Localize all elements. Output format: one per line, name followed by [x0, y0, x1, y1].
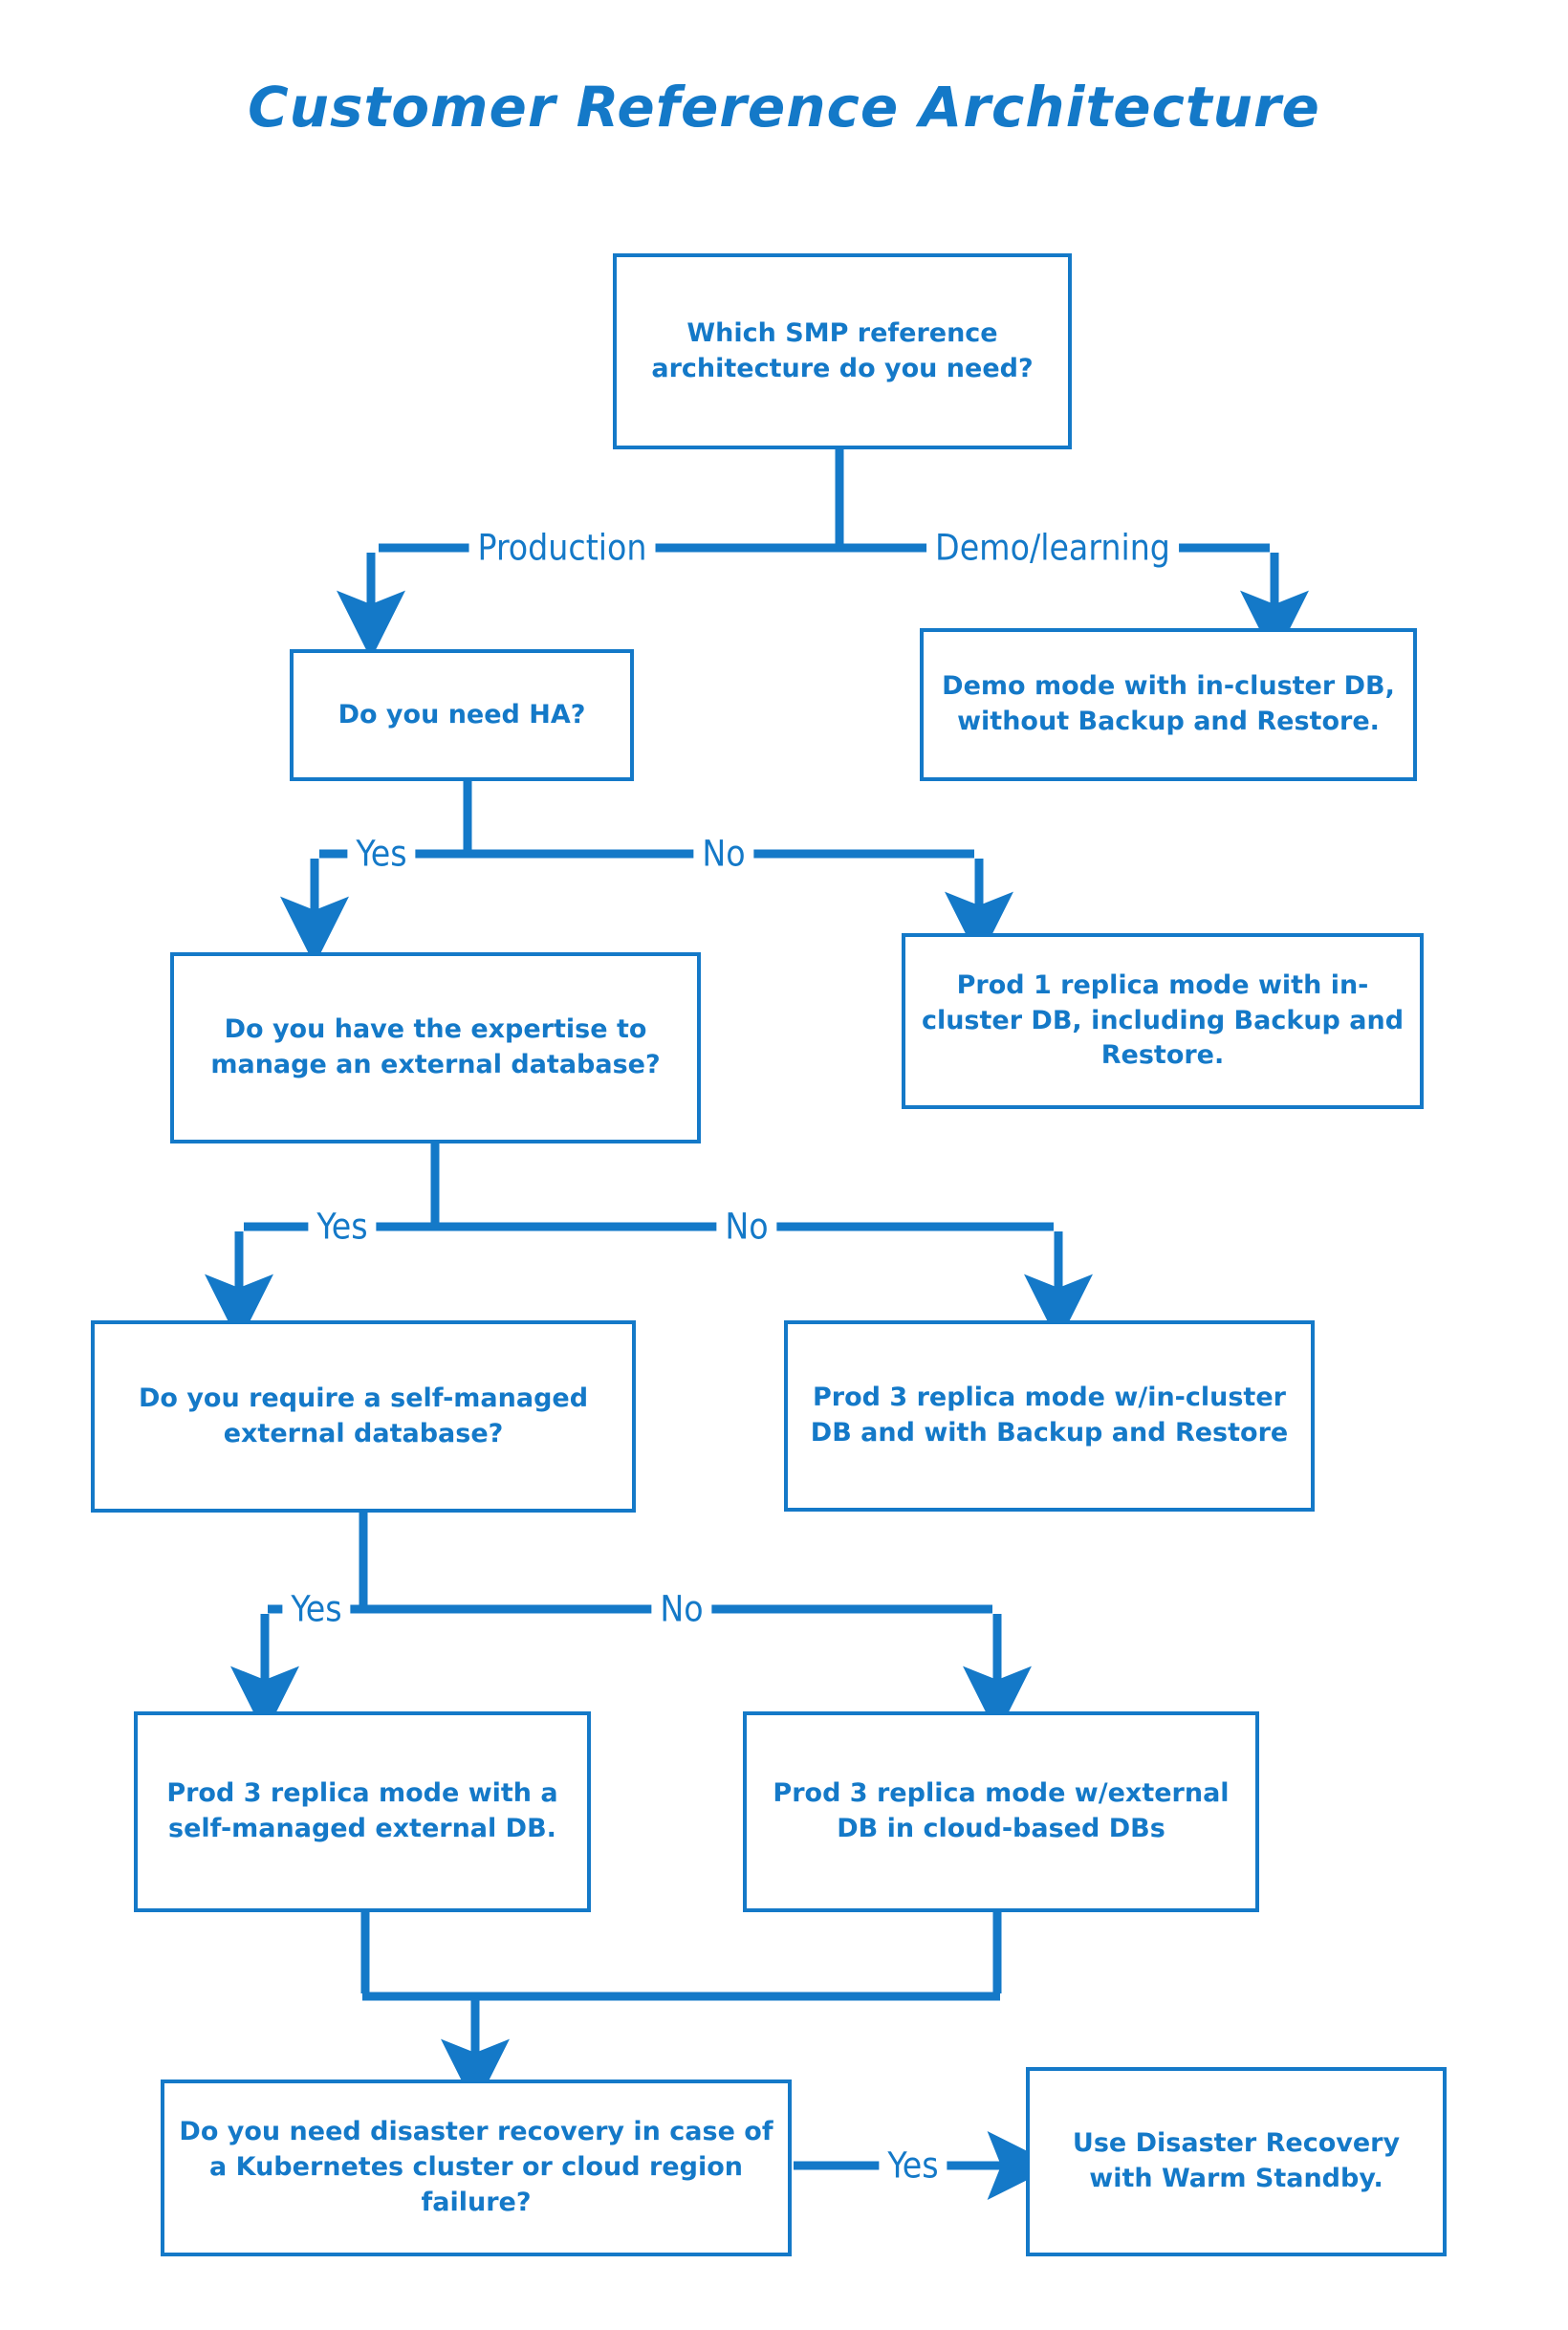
edge-label-expert-no: No: [716, 1209, 777, 1245]
node-label: Which SMP reference architecture do you …: [651, 317, 1034, 383]
node-which-smp-reference-architecture[interactable]: Which SMP reference architecture do you …: [613, 253, 1072, 449]
node-label: Demo mode with in-cluster DB, without Ba…: [942, 671, 1395, 736]
node-label: Use Disaster Recovery with Warm Standby.: [1072, 2128, 1401, 2193]
node-label: Prod 3 replica mode w/external DB in clo…: [773, 1778, 1230, 1843]
node-prod-1-replica[interactable]: Prod 1 replica mode with in-cluster DB, …: [902, 933, 1424, 1109]
node-do-you-require-self-managed-db[interactable]: Do you require a self-managed external d…: [91, 1320, 636, 1513]
edge-label-production: Production: [468, 530, 656, 566]
node-label: Do you need HA?: [338, 699, 586, 729]
node-prod-3-replica-in-cluster[interactable]: Prod 3 replica mode w/in-cluster DB and …: [784, 1320, 1315, 1512]
node-label: Do you require a self-managed external d…: [138, 1383, 589, 1448]
node-label: Prod 1 replica mode with in-cluster DB, …: [921, 969, 1405, 1071]
edge-label-self-yes: Yes: [282, 1591, 351, 1627]
node-label: Do you have the expertise to manage an e…: [210, 1014, 661, 1079]
node-label: Do you need disaster recovery in case of…: [179, 2117, 773, 2217]
page-title: Customer Reference Architecture: [248, 75, 1320, 140]
edge-label-dr-yes: Yes: [879, 2147, 947, 2184]
node-demo-mode[interactable]: Demo mode with in-cluster DB, without Ba…: [920, 628, 1417, 781]
node-do-you-have-expertise[interactable]: Do you have the expertise to manage an e…: [170, 952, 701, 1143]
node-label: Prod 3 replica mode with a self-managed …: [166, 1778, 558, 1843]
edge-label-self-no: No: [651, 1591, 712, 1627]
edge-label-ha-no: No: [693, 836, 754, 872]
edge-label-expert-yes: Yes: [308, 1209, 377, 1245]
edge-label-ha-yes: Yes: [347, 836, 416, 872]
node-prod-3-replica-self-managed[interactable]: Prod 3 replica mode with a self-managed …: [134, 1711, 591, 1912]
node-label: Prod 3 replica mode w/in-cluster DB and …: [810, 1383, 1289, 1448]
node-do-you-need-ha[interactable]: Do you need HA?: [290, 649, 634, 781]
node-use-disaster-recovery-warm-standby[interactable]: Use Disaster Recovery with Warm Standby.: [1026, 2067, 1447, 2256]
node-prod-3-replica-cloud-db[interactable]: Prod 3 replica mode w/external DB in clo…: [743, 1711, 1259, 1912]
edge-label-demo-learning: Demo/learning: [926, 530, 1179, 566]
node-do-you-need-disaster-recovery[interactable]: Do you need disaster recovery in case of…: [161, 2080, 792, 2256]
